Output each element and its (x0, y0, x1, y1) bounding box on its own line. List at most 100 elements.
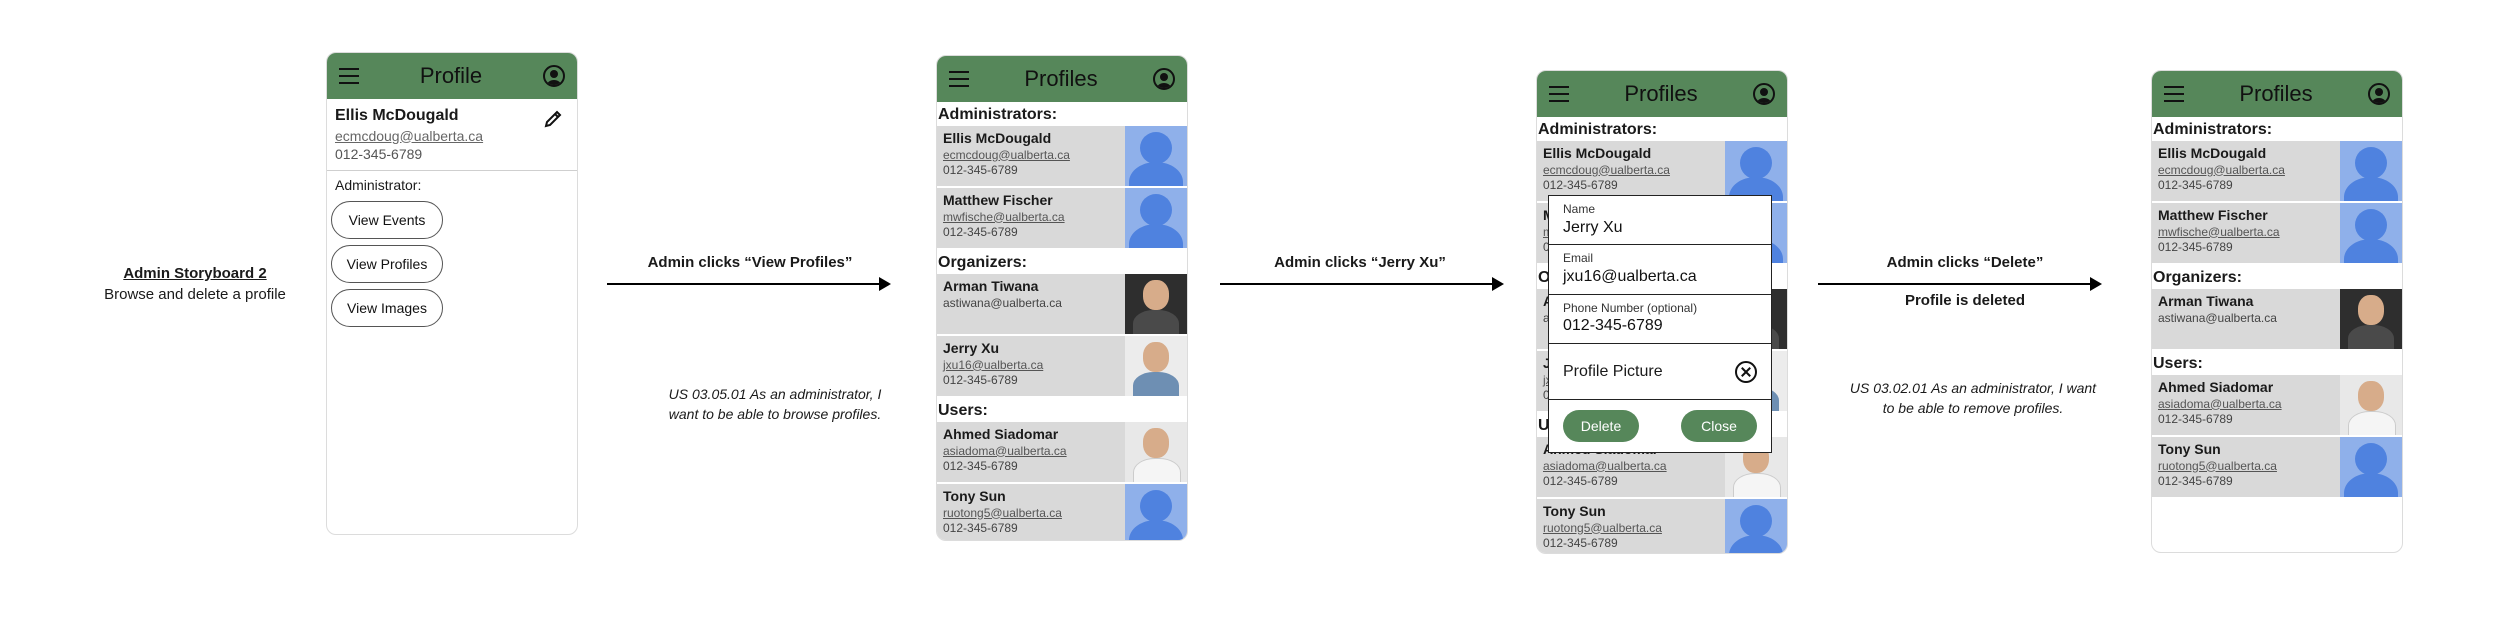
arrow-3-label: Admin clicks “Delete” (1886, 254, 2044, 271)
profile-picture-label: Profile Picture (1563, 362, 1663, 380)
section-users: Users: (938, 402, 988, 419)
email-field-value: jxu16@ualberta.ca (1563, 267, 1697, 285)
profile-phone: 012-345-6789 (335, 146, 423, 163)
row-email: ruotong5@ualberta.ca (943, 505, 1062, 520)
row-name: Ahmed Siadomar (2158, 379, 2274, 395)
row-phone: 012-345-6789 (1543, 177, 1618, 192)
top-bar: Profiles (2152, 71, 2402, 117)
top-bar: Profiles (1537, 71, 1787, 117)
profile-photo (1125, 422, 1187, 482)
delete-button[interactable]: Delete (1563, 410, 1639, 443)
section-admins: Administrators: (2153, 121, 2273, 138)
menu-icon[interactable] (2164, 86, 2184, 102)
name-field-value: Jerry Xu (1563, 218, 1623, 236)
row-email: astiwana@ualberta.ca (943, 295, 1062, 310)
row-name: Ellis McDougald (2158, 145, 2267, 161)
section-admins: Administrators: (938, 106, 1058, 123)
default-avatar-icon (1725, 141, 1787, 201)
row-email: astiwana@ualberta.ca (2158, 310, 2277, 325)
view-profiles-button[interactable]: View Profiles (331, 245, 443, 284)
storyboard-caption: Admin Storyboard 2 Browse and delete a p… (100, 265, 290, 303)
row-name: Tony Sun (943, 488, 1006, 504)
row-email: ruotong5@ualberta.ca (1543, 520, 1662, 535)
top-bar: Profiles (937, 56, 1187, 102)
view-images-button[interactable]: View Images (331, 289, 443, 328)
profile-photo (1125, 274, 1187, 334)
profile-detail-dialog: Name Jerry Xu Email jxu16@ualberta.ca Ph… (1548, 195, 1772, 454)
arrow-1-label: Admin clicks “View Profiles” (647, 254, 853, 271)
profile-header: Ellis McDougald ecmcdoug@ualberta.ca 012… (327, 99, 577, 172)
row-name: Ahmed Siadomar (943, 426, 1059, 442)
account-icon[interactable] (542, 65, 565, 87)
name-field-label: Name (1563, 202, 1596, 216)
row-email: asiadoma@ualberta.ca (943, 443, 1067, 458)
profile-photo (1125, 336, 1187, 396)
row-name: Ellis McDougald (943, 130, 1052, 146)
row-name: Jerry Xu (943, 340, 1000, 356)
row-email: jxu16@ualberta.ca (943, 357, 1044, 372)
row-email: ecmcdoug@ualberta.ca (943, 147, 1070, 162)
remove-picture-icon[interactable] (1735, 360, 1757, 383)
story-browse: US 03.05.01 As an administrator, I want … (655, 384, 895, 425)
row-email: ecmcdoug@ualberta.ca (2158, 162, 2285, 177)
row-phone: 012-345-6789 (1543, 473, 1618, 488)
menu-icon[interactable] (339, 68, 359, 84)
profile-photo (2340, 375, 2402, 435)
role-label: Administrator: (335, 177, 422, 194)
email-field-label: Email (1563, 251, 1594, 266)
default-avatar-icon (2340, 203, 2402, 263)
view-events-button[interactable]: View Events (331, 201, 443, 240)
row-name: Tony Sun (2158, 441, 2221, 457)
row-phone: 012-345-6789 (2158, 177, 2233, 192)
menu-icon[interactable] (1549, 86, 1569, 102)
email-field: Email jxu16@ualberta.ca (1549, 245, 1771, 295)
arrow-1 (607, 277, 891, 291)
section-organizers: Organizers: (938, 254, 1027, 271)
default-avatar-icon (2340, 437, 2402, 497)
close-button[interactable]: Close (1681, 410, 1757, 443)
story-remove-line-2: to be able to remove profiles. (1882, 400, 2064, 417)
screen-title: Profiles (1624, 81, 1698, 106)
screen-title: Profiles (2239, 81, 2313, 106)
row-email: asiadoma@ualberta.ca (2158, 396, 2282, 411)
section-users: Users: (2153, 355, 2203, 372)
row-phone: 012-345-6789 (943, 224, 1018, 239)
profiles-screen: Profiles Administrators: Ellis McDougald… (936, 55, 1188, 541)
story-browse-line-1: US 03.05.01 As an administrator, I (668, 386, 882, 402)
arrow-2-label: Admin clicks “Jerry Xu” (1274, 254, 1446, 271)
row-email: mwfische@ualberta.ca (943, 209, 1065, 224)
account-icon[interactable] (1752, 83, 1775, 105)
phone-field: Phone Number (optional) 012-345-6789 (1549, 295, 1771, 345)
arrow-3-sublabel: Profile is deleted (1904, 292, 2026, 309)
screen-title: Profiles (1024, 66, 1098, 91)
row-phone: 012-345-6789 (943, 520, 1018, 535)
row-phone: 012-345-6789 (2158, 239, 2233, 254)
row-phone: 012-345-6789 (943, 458, 1018, 473)
default-avatar-icon (1125, 126, 1187, 186)
default-avatar-icon (2340, 141, 2402, 201)
account-icon[interactable] (2367, 83, 2390, 105)
row-phone: 012-345-6789 (943, 162, 1018, 177)
menu-icon[interactable] (949, 71, 969, 87)
profiles-screen-after-delete: Profiles Administrators: Ellis McDougald… (2151, 70, 2403, 553)
row-name: Tony Sun (1543, 503, 1606, 519)
section-admins: Administrators: (1538, 121, 1658, 138)
account-icon[interactable] (1152, 68, 1175, 90)
phone-field-value: 012-345-6789 (1563, 317, 1663, 335)
row-name: Matthew Fischer (943, 192, 1053, 208)
profile-email: ecmcdoug@ualberta.ca (335, 127, 484, 144)
edit-pencil-icon[interactable] (543, 109, 563, 129)
